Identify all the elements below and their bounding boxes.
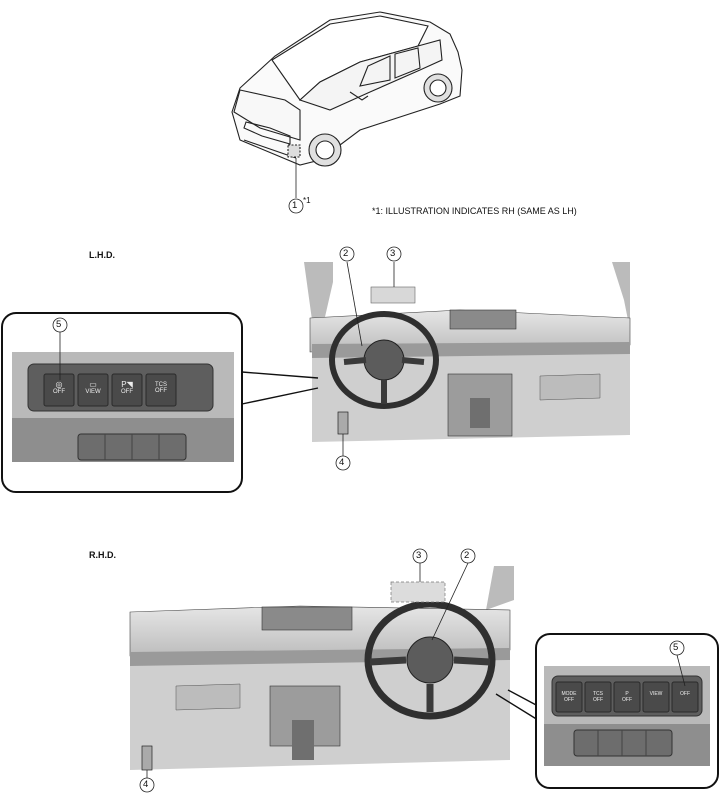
callout-1-circle (288, 198, 304, 214)
rhd-tcs-switch: TCS OFF (585, 682, 611, 712)
callout-1-label: 1 (292, 200, 298, 211)
sensor-off-icon: ◎ (55, 380, 63, 389)
lhd-switch-label: OFF (121, 389, 133, 395)
rhd-sensor-off-switch: OFF (672, 682, 698, 712)
lhd-sensor-area-3 (370, 286, 416, 304)
callout-5-label: 5 (56, 319, 62, 330)
lhd-switch-label: OFF (53, 389, 65, 395)
callout-3-label: 3 (390, 248, 396, 259)
lhd-section-header: L.H.D. (89, 250, 115, 260)
callout-2-label-rhd: 2 (464, 550, 470, 561)
callout-4-label-rhd: 4 (143, 779, 149, 790)
rhd-switch-zoom (535, 633, 719, 789)
lhd-view-switch: ▭ VIEW (78, 374, 108, 406)
lhd-dashboard-illustration (300, 262, 633, 477)
lhd-sensor-off-switch: ◎ OFF (44, 374, 74, 406)
vehicle-illustration (231, 11, 463, 167)
parking-sensor-icon: P◥ (121, 380, 133, 389)
rhd-switch-label: TCS (593, 691, 603, 697)
rhd-section-header: R.H.D. (89, 550, 116, 560)
rhd-mode-switch: MODE OFF (556, 682, 582, 712)
rhd-switch-label: OFF (622, 697, 632, 703)
camera-view-icon: ▭ (89, 380, 97, 389)
rhd-switch-label: VIEW (649, 691, 663, 697)
lhd-switch-zoom (1, 312, 243, 493)
rhd-parking-switch: P OFF (614, 682, 640, 712)
callout-5-label-rhd: 5 (673, 642, 679, 653)
lhd-parking-sensor-switch: P◥ OFF (112, 374, 142, 406)
callout-1-footnote: *1 (303, 196, 311, 205)
callout-4-label: 4 (339, 457, 345, 468)
rhd-view-switch: VIEW (643, 682, 669, 712)
callout-2-label: 2 (343, 248, 349, 259)
callout-3-label-rhd: 3 (416, 550, 422, 561)
rhd-switch-label: OFF (593, 697, 603, 703)
lhd-switch-label: TCS (155, 382, 167, 388)
illustration-note: *1: ILLUSTRATION INDICATES RH (SAME AS L… (372, 206, 577, 216)
rhd-switch-label: OFF (564, 697, 574, 703)
lhd-switch-label: OFF (155, 388, 167, 394)
lhd-tcs-switch: TCS OFF (146, 374, 176, 406)
rhd-dashboard-illustration (128, 566, 514, 791)
rhd-switch-label: P (625, 691, 629, 697)
lhd-switch-label: VIEW (85, 389, 101, 395)
rhd-switch-label: MODE (561, 691, 577, 697)
rhd-sensor-area-3 (390, 581, 446, 603)
rhd-switch-label: OFF (680, 691, 690, 697)
